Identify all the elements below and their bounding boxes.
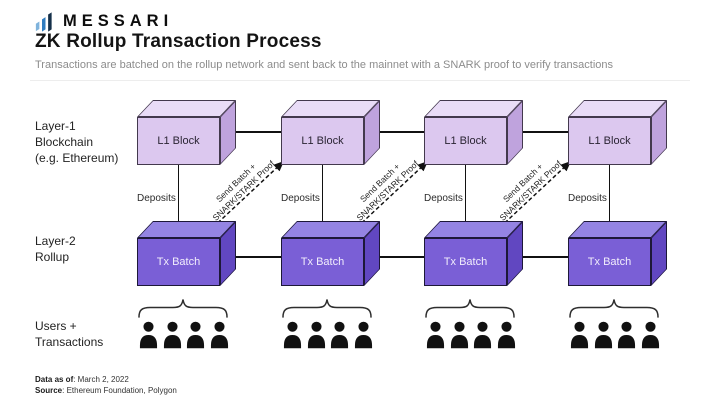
box-front-face: L1 Block xyxy=(424,117,507,165)
user-icon xyxy=(618,321,636,349)
send-batch-arrow xyxy=(207,160,285,233)
box-front-face: L1 Block xyxy=(137,117,220,165)
group-brace xyxy=(425,299,515,318)
deposits-label: Deposits xyxy=(137,193,176,204)
user-icon xyxy=(570,321,589,349)
user-icon xyxy=(187,321,205,349)
l1-block-label: L1 Block xyxy=(588,135,631,147)
l1-block-label: L1 Block xyxy=(157,135,200,147)
row-label-layer1: Layer-1 Blockchain (e.g. Ethereum) xyxy=(35,119,119,166)
deposit-arrow xyxy=(460,165,467,231)
tx-connector-line xyxy=(366,256,427,258)
rollup-column: L1 Block Deposits Tx Batch xyxy=(568,0,668,360)
tx-connector-line xyxy=(222,256,284,258)
user-icon xyxy=(139,321,158,349)
messari-logo-icon xyxy=(35,11,52,32)
tx-batch-label: Tx Batch xyxy=(156,256,201,268)
l1-block-box: L1 Block xyxy=(568,100,668,165)
source-line: Source: Ethereum Foundation, Polygon xyxy=(35,385,177,396)
user-icon xyxy=(497,321,516,349)
box-front-face: Tx Batch xyxy=(281,238,364,286)
data-as-of-label: Data as of xyxy=(35,375,74,384)
messari-logo: MESSARI xyxy=(35,9,173,33)
group-brace xyxy=(569,299,659,318)
users-group xyxy=(283,321,373,349)
row-label-users: Users + Transactions xyxy=(35,319,104,350)
deposits-label: Deposits xyxy=(568,193,607,204)
deposit-arrow xyxy=(317,165,324,231)
deposit-arrow xyxy=(604,165,611,231)
l1-block-box: L1 Block xyxy=(424,100,524,165)
user-icon xyxy=(331,321,349,349)
user-icon xyxy=(283,321,302,349)
box-front-face: Tx Batch xyxy=(568,238,651,286)
row-label-layer2: Layer-2 Rollup xyxy=(35,234,76,265)
send-batch-arrow xyxy=(494,160,572,233)
tx-batch-label: Tx Batch xyxy=(587,256,632,268)
rollup-column: L1 Block Deposits Tx Batch xyxy=(424,0,524,360)
data-as-of-line: Data as of: March 2, 2022 xyxy=(35,374,177,385)
tx-connector-line xyxy=(509,256,571,258)
user-icon xyxy=(354,321,373,349)
footer: Data as of: March 2, 2022 Source: Ethere… xyxy=(35,374,177,396)
box-front-face: Tx Batch xyxy=(137,238,220,286)
user-icon xyxy=(641,321,660,349)
source-value: : Ethereum Foundation, Polygon xyxy=(62,386,177,395)
l1-connector-line xyxy=(509,131,571,133)
user-icon xyxy=(474,321,492,349)
users-group xyxy=(426,321,516,349)
messari-wordmark: MESSARI xyxy=(63,11,174,30)
user-icon xyxy=(163,321,181,349)
box-front-face: L1 Block xyxy=(568,117,651,165)
tx-batch-label: Tx Batch xyxy=(443,256,488,268)
source-label: Source xyxy=(35,386,63,395)
user-icon xyxy=(594,321,612,349)
box-front-face: Tx Batch xyxy=(424,238,507,286)
l1-block-label: L1 Block xyxy=(301,135,344,147)
l1-block-box: L1 Block xyxy=(137,100,237,165)
tx-batch-box: Tx Batch xyxy=(137,221,237,286)
tx-batch-label: Tx Batch xyxy=(300,256,345,268)
tx-batch-box: Tx Batch xyxy=(281,221,381,286)
page-title: ZK Rollup Transaction Process xyxy=(35,31,322,52)
l1-connector-line xyxy=(366,131,427,133)
data-as-of-value: : March 2, 2022 xyxy=(73,375,129,384)
group-brace xyxy=(282,299,372,318)
l1-block-box: L1 Block xyxy=(281,100,381,165)
rollup-column: L1 Block Deposits Tx Batch xyxy=(281,0,381,360)
users-group xyxy=(139,321,229,349)
deposits-label: Deposits xyxy=(281,193,320,204)
tx-batch-box: Tx Batch xyxy=(424,221,524,286)
user-icon xyxy=(450,321,468,349)
user-icon xyxy=(426,321,445,349)
users-group xyxy=(570,321,660,349)
deposit-arrow xyxy=(173,165,180,231)
send-batch-arrow xyxy=(351,160,429,233)
l1-connector-line xyxy=(222,131,284,133)
l1-block-label: L1 Block xyxy=(444,135,487,147)
page-subtitle: Transactions are batched on the rollup n… xyxy=(35,59,614,71)
user-icon xyxy=(210,321,229,349)
group-brace xyxy=(138,299,228,318)
tx-batch-box: Tx Batch xyxy=(568,221,668,286)
rollup-column: L1 Block Deposits Tx Batch xyxy=(137,0,237,360)
header-divider xyxy=(30,80,690,81)
deposits-label: Deposits xyxy=(424,193,463,204)
box-front-face: L1 Block xyxy=(281,117,364,165)
user-icon xyxy=(307,321,325,349)
